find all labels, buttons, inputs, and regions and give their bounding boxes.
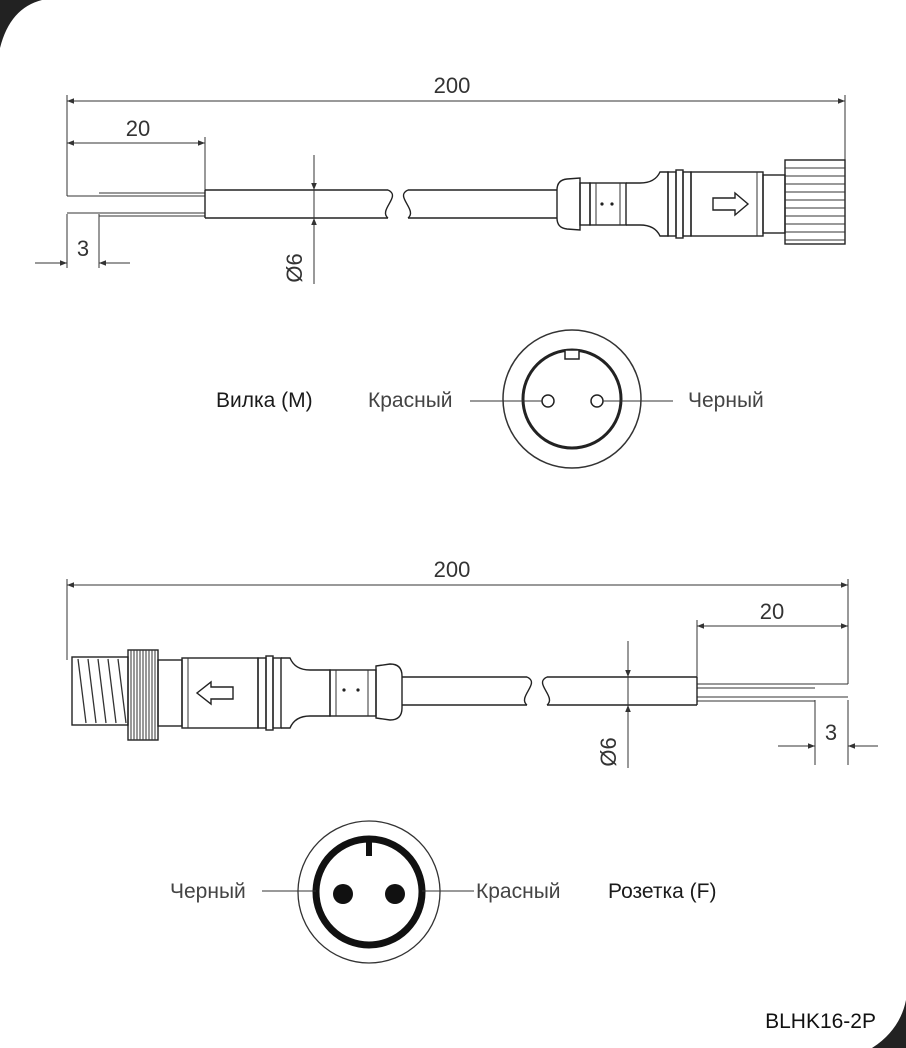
plug-face-view: Вилка (M) Красный Черный xyxy=(216,329,764,469)
socket-inner-ring xyxy=(312,835,426,949)
socket-hole-left xyxy=(333,884,353,904)
socket-length-dimension: 200 xyxy=(434,557,471,582)
plug-title: Вилка (M) xyxy=(216,389,313,412)
socket-left-wire-label: Черный xyxy=(170,880,246,903)
socket-side-view: 200 20 3 Ø6 xyxy=(66,557,878,768)
plug-inner-ring xyxy=(521,348,623,450)
plug-wire-tip-dimension: 3 xyxy=(77,236,89,261)
socket-diameter-dimension: Ø6 xyxy=(596,737,621,766)
socket-face-view: Черный Красный Розетка (F) xyxy=(170,820,717,964)
socket-strip-dimension: 20 xyxy=(760,599,784,624)
plug-diameter-dimension: Ø6 xyxy=(282,253,307,282)
socket-right-wire-label: Красный xyxy=(476,880,561,903)
plug-left-wire-label: Красный xyxy=(368,389,453,412)
plug-pin-left xyxy=(541,394,555,408)
socket-direction-arrow-icon xyxy=(195,680,234,706)
plug-length-dimension: 200 xyxy=(434,73,471,98)
plug-strip-dimension: 20 xyxy=(126,116,150,141)
socket-wire-tip-dimension: 3 xyxy=(825,720,837,745)
plug-direction-arrow-icon xyxy=(712,191,750,217)
plug-side-view: 200 20 3 Ø6 xyxy=(35,73,846,284)
plug-key-notch xyxy=(564,349,580,360)
plug-pin-right xyxy=(590,394,604,408)
model-code: BLHK16-2P xyxy=(765,1010,876,1033)
corner-top-left xyxy=(0,0,42,48)
socket-key-tab xyxy=(366,842,372,856)
plug-right-wire-label: Черный xyxy=(688,389,764,412)
socket-title: Розетка (F) xyxy=(608,880,717,903)
corner-bottom-right xyxy=(872,1000,906,1048)
socket-hole-right xyxy=(385,884,405,904)
